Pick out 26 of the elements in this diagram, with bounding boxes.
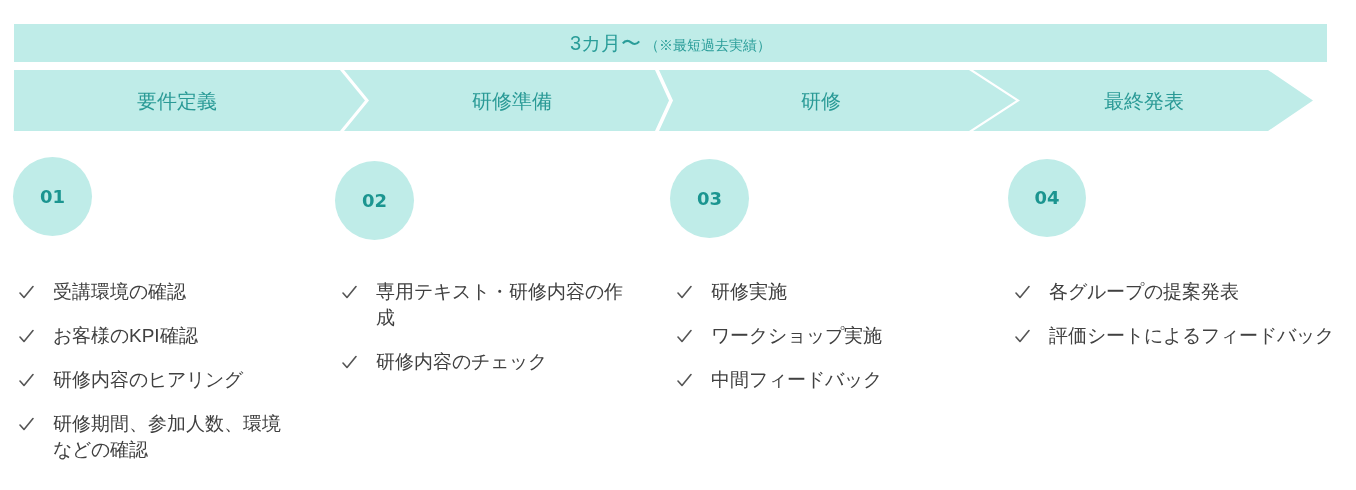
checklist-item: 研修内容のチェック	[376, 350, 548, 374]
duration-text: 3カ月〜	[569, 31, 642, 56]
checklist-item: 受講環境の確認	[53, 280, 187, 304]
phase-label: 要件定義	[137, 88, 218, 114]
checklist-item: 中間フィードバック	[711, 368, 883, 392]
phase-banner	[14, 70, 365, 131]
phase-banner	[659, 70, 1016, 131]
checklist-item: 専用テキスト・研修内容の作成	[376, 280, 624, 330]
checklist-item: 評価シートによるフィードバック	[1049, 324, 1335, 348]
phase-label: 最終発表	[1103, 88, 1185, 114]
checklist-item: ワークショップ実施	[711, 324, 883, 348]
checklist-item: 研修期間、参加人数、環境などの確認	[53, 412, 282, 462]
phase-banner	[344, 70, 669, 131]
step-number: 04	[1034, 186, 1060, 210]
phase-label: 研修準備	[471, 88, 553, 114]
step-number: 02	[361, 188, 388, 213]
checklist-item: 研修内容のヒアリング	[53, 368, 244, 392]
step-number: 03	[696, 186, 723, 211]
checklist-item: 各グループの提案発表	[1049, 280, 1240, 304]
duration-band	[14, 24, 1327, 62]
note-text: （※最短過去実績）	[645, 36, 772, 55]
phase-banner	[973, 70, 1313, 131]
phase-label: 研修	[800, 88, 842, 114]
checklist-item: お客様のKPI確認	[53, 324, 199, 348]
checklist-item: 研修実施	[711, 280, 788, 304]
step-number: 01	[39, 184, 66, 209]
